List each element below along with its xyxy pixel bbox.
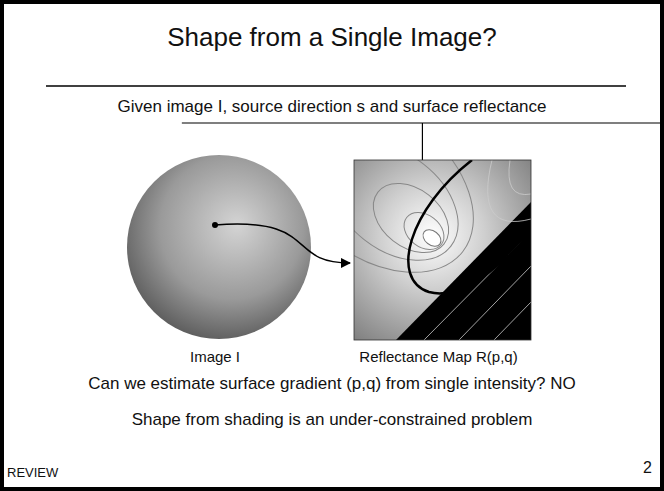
reflectance-map bbox=[354, 160, 531, 340]
leader-line bbox=[422, 123, 423, 160]
statement-text: Shape from shading is an under-constrain… bbox=[4, 410, 660, 430]
figure-caption: Reflectance Map R(p,q) bbox=[357, 348, 519, 365]
title-rule bbox=[46, 85, 626, 87]
image-figure: Image I bbox=[123, 151, 307, 365]
footer-tag: REVIEW bbox=[7, 465, 58, 480]
figure-caption: Image I bbox=[188, 348, 242, 365]
question-text: Can we estimate surface gradient (p,q) f… bbox=[4, 374, 660, 394]
reflectance-map-figure: Reflectance Map R(p,q) bbox=[350, 156, 527, 365]
pointer-arrow bbox=[215, 224, 350, 263]
slide-title: Shape from a Single Image? bbox=[4, 22, 660, 53]
subtitle: Given image I, source direction s and su… bbox=[4, 97, 660, 117]
sample-point bbox=[212, 222, 218, 228]
page-number: 2 bbox=[643, 459, 652, 477]
sphere bbox=[127, 155, 311, 339]
